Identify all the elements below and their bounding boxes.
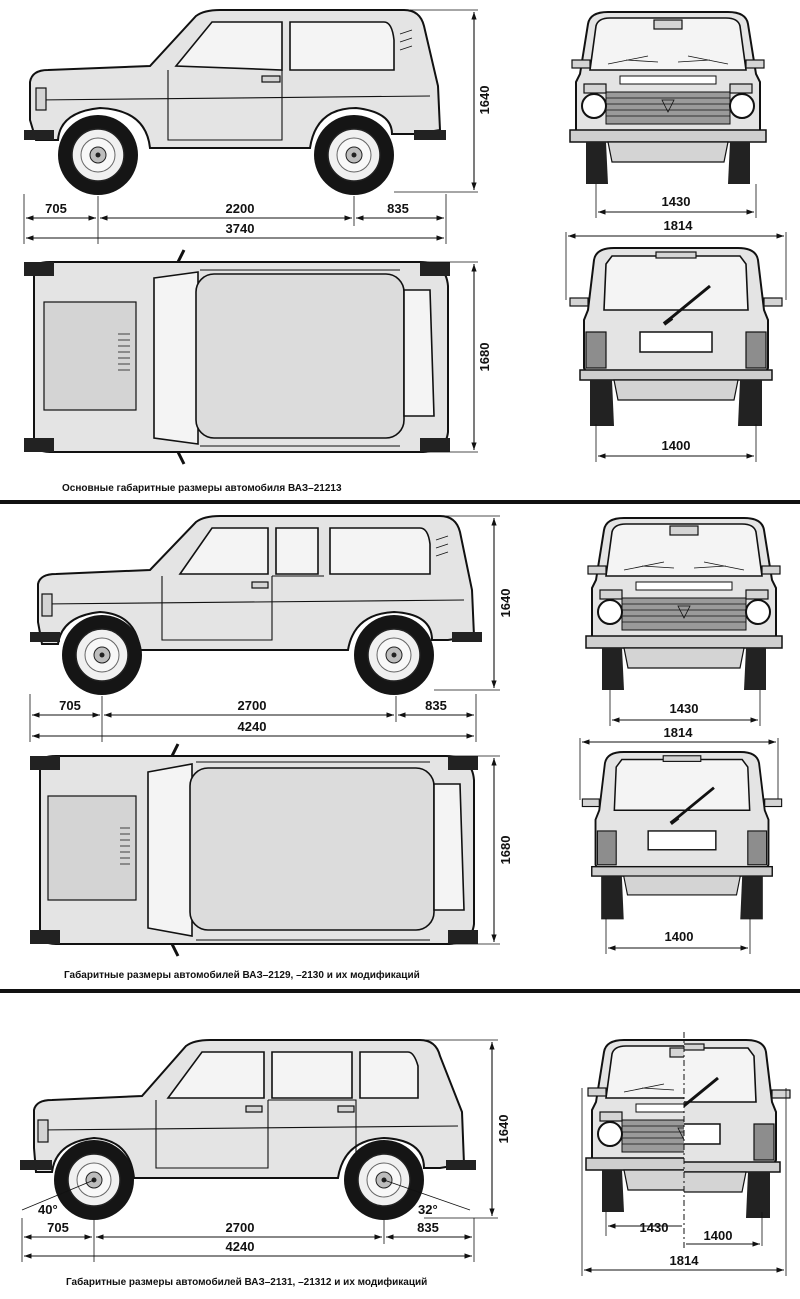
- front-view: [569, 11, 767, 185]
- caption-section-2: Габаритные размеры автомобилей ВАЗ–2129,…: [64, 969, 420, 981]
- rear-overall-width-dimension-1: 1814: [565, 218, 787, 300]
- rear-track-label: 1400: [704, 1228, 733, 1243]
- side-view-3-door: [24, 9, 446, 196]
- rear-view: [568, 246, 784, 428]
- front-track-label: 1430: [670, 701, 699, 716]
- rear-track-label: 1400: [665, 929, 694, 944]
- height-label: 1640: [477, 86, 492, 115]
- rear-track-dimension-2: 1400: [605, 918, 751, 954]
- top-view-3-door: 1680: [24, 249, 492, 465]
- section-divider: [0, 989, 800, 993]
- section-vaz-2131-21312: 40° 32° 705 2700 835 4240 1640: [20, 1032, 792, 1288]
- rear-overhang-label: 835: [425, 698, 447, 713]
- overall-length-label: 3740: [226, 221, 255, 236]
- height-label: 1640: [498, 589, 513, 618]
- overall-width-label: 1814: [670, 1253, 700, 1268]
- rear-track-label: 1400: [662, 438, 691, 453]
- overall-length-label: 4240: [226, 1239, 255, 1254]
- front-overhang-label: 705: [47, 1220, 69, 1235]
- overall-width-label: 1814: [664, 725, 694, 740]
- front-overhang-label: 705: [59, 698, 81, 713]
- section-divider: [0, 500, 800, 504]
- wheelbase-label: 2700: [226, 1220, 255, 1235]
- front-track-label: 1430: [662, 194, 691, 209]
- caption-section-1: Основные габаритные размеры автомобиля В…: [62, 482, 342, 494]
- rear-track-dimension-1: 1400: [595, 424, 757, 462]
- wheelbase-label: 2700: [238, 698, 267, 713]
- overall-length-label: 4240: [238, 719, 267, 734]
- top-view-5-door: 1680: [30, 743, 513, 957]
- front-track-label: 1430: [640, 1220, 669, 1235]
- side-view-long-wheelbase: [20, 1039, 476, 1221]
- width-label: 1680: [477, 343, 492, 372]
- side-dimensions-2: 705 2700 835 4240 1640: [29, 515, 513, 742]
- front-track-dimension-2: 1430: [609, 690, 761, 726]
- departure-angle-label: 32°: [418, 1202, 438, 1217]
- combined-dimensions: 1430 1400 1814: [581, 1088, 787, 1276]
- section-vaz-21213: 705 2200 835 3740 1640 1680: [23, 9, 787, 494]
- section-vaz-2129-2130: 705 2700 835 4240 1640 1680: [29, 515, 784, 981]
- caption-section-3: Габаритные размеры автомобилей ВАЗ–2131,…: [66, 1276, 427, 1288]
- rear-overhang-label: 835: [417, 1220, 439, 1235]
- front-track-dimension-1: 1430: [595, 184, 757, 218]
- side-view-5-door: [30, 515, 482, 696]
- side-dimensions-1: 705 2200 835 3740 1640: [23, 9, 492, 244]
- rear-view: [580, 750, 784, 922]
- rear-overall-width-dimension-2: 1814: [579, 725, 779, 800]
- side-dimensions-3: 705 2700 835 4240 1640: [21, 1039, 511, 1262]
- approach-angle-label: 40°: [38, 1202, 58, 1217]
- height-label: 1640: [496, 1115, 511, 1144]
- width-label: 1680: [498, 836, 513, 865]
- front-view: [585, 517, 783, 691]
- wheelbase-label: 2200: [226, 201, 255, 216]
- front-rear-combined-view: [585, 1032, 792, 1250]
- overall-width-label: 1814: [664, 218, 694, 233]
- front-overhang-label: 705: [45, 201, 67, 216]
- rear-overhang-label: 835: [387, 201, 409, 216]
